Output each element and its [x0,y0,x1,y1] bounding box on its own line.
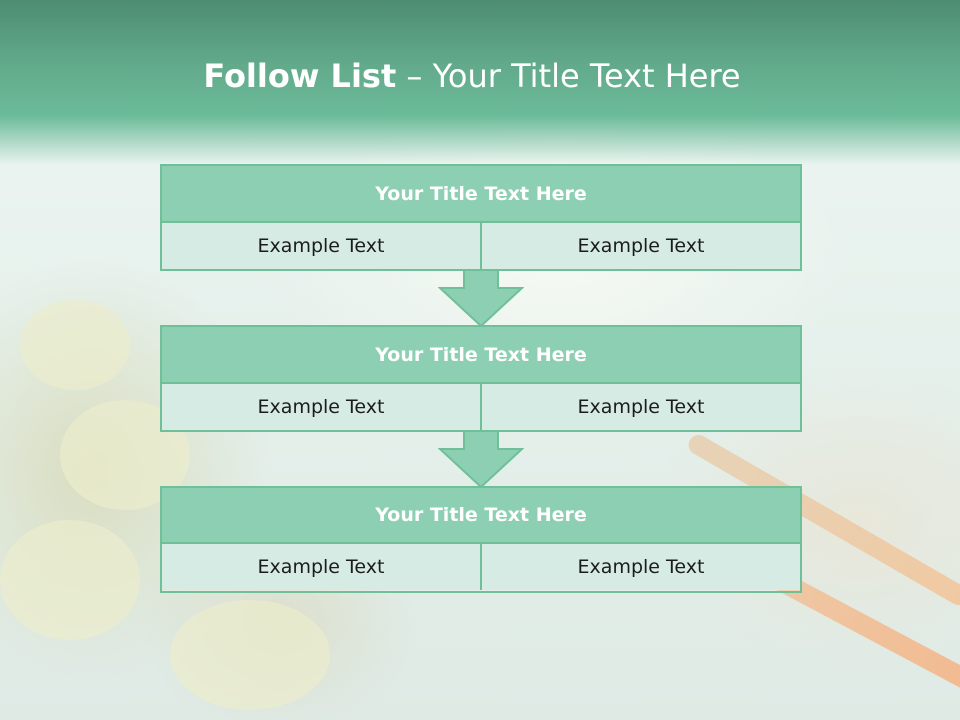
block-row: Example Text Example Text [162,223,800,269]
block-cell-right: Example Text [480,223,800,269]
list-block-2: Your Title Text Here Example Text Exampl… [160,325,802,432]
block-title: Your Title Text Here [162,327,800,384]
page-title: Follow List – Your Title Text Here [0,56,944,96]
block-cell-left: Example Text [162,544,480,590]
list-block-3: Your Title Text Here Example Text Exampl… [160,486,802,593]
page-title-bold: Follow List [203,57,397,95]
down-arrow-icon [438,430,524,489]
block-row: Example Text Example Text [162,544,800,590]
block-cell-left: Example Text [162,384,480,430]
block-cell-right: Example Text [480,544,800,590]
down-arrow-icon [438,269,524,328]
block-cell-left: Example Text [162,223,480,269]
flower-decoration [0,520,140,640]
block-title: Your Title Text Here [162,166,800,223]
block-cell-right: Example Text [480,384,800,430]
flower-decoration [20,300,130,390]
page-title-rest: – Your Title Text Here [406,57,741,95]
block-row: Example Text Example Text [162,384,800,430]
block-title: Your Title Text Here [162,488,800,544]
title-banner [0,0,960,165]
list-block-1: Your Title Text Here Example Text Exampl… [160,164,802,271]
flower-decoration [170,600,330,710]
